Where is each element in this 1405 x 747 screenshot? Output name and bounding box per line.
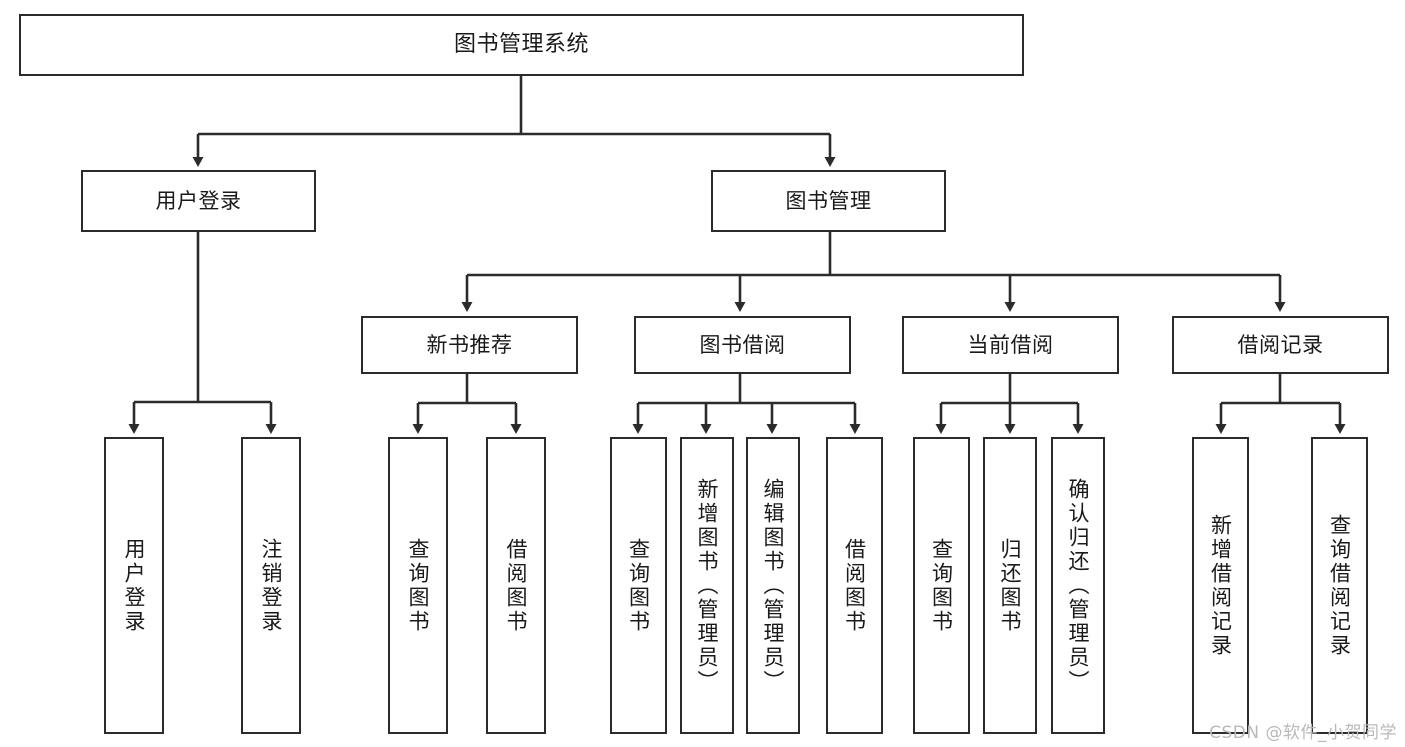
node-label: 查询借阅记录 (1327, 513, 1352, 658)
node-new-book-recommend[interactable]: 新书推荐 (361, 316, 578, 374)
node-label: 查询图书 (929, 537, 954, 634)
node-label: 用户登录 (155, 188, 242, 213)
watermark-text: CSDN @软件_小贺同学 (1209, 723, 1397, 743)
leaf-user-login[interactable]: 用户登录 (104, 437, 164, 734)
node-label: 图书借阅 (699, 332, 786, 357)
node-user-login[interactable]: 用户登录 (81, 170, 316, 232)
node-label: 注销登录 (259, 537, 284, 634)
node-label: 图书管理系统 (453, 32, 589, 58)
leaf-user-logout[interactable]: 注销登录 (241, 437, 301, 734)
node-borrow-record[interactable]: 借阅记录 (1172, 316, 1389, 374)
leaf-record-query[interactable]: 查询借阅记录 (1311, 437, 1368, 734)
leaf-current-confirm-return[interactable]: 确认归还（管理员） (1051, 437, 1105, 734)
leaf-record-add[interactable]: 新增借阅记录 (1192, 437, 1249, 734)
leaf-borrow-add-book[interactable]: 新增图书（管理员） (680, 437, 734, 734)
leaf-current-return-book[interactable]: 归还图书 (983, 437, 1037, 734)
node-label: 新增图书（管理员） (695, 477, 720, 694)
node-label: 编辑图书（管理员） (761, 477, 786, 694)
leaf-current-query-book[interactable]: 查询图书 (913, 437, 970, 734)
node-label: 当前借阅 (967, 332, 1054, 357)
node-label: 用户登录 (122, 537, 147, 634)
node-label: 新书推荐 (426, 332, 513, 357)
leaf-new-book-query[interactable]: 查询图书 (388, 437, 448, 734)
leaf-borrow-borrow-book[interactable]: 借阅图书 (826, 437, 883, 734)
node-book-borrow[interactable]: 图书借阅 (634, 316, 851, 374)
node-label: 借阅图书 (504, 537, 529, 634)
leaf-borrow-query-book[interactable]: 查询图书 (610, 437, 667, 734)
node-root-system[interactable]: 图书管理系统 (19, 14, 1024, 76)
leaf-new-book-borrow[interactable]: 借阅图书 (486, 437, 546, 734)
leaf-borrow-edit-book[interactable]: 编辑图书（管理员） (746, 437, 800, 734)
node-label: 借阅记录 (1237, 332, 1324, 357)
node-book-management[interactable]: 图书管理 (711, 170, 946, 232)
node-label: 借阅图书 (842, 537, 867, 634)
node-current-borrow[interactable]: 当前借阅 (902, 316, 1119, 374)
node-label: 图书管理 (785, 188, 872, 213)
node-label: 新增借阅记录 (1208, 513, 1233, 658)
node-label: 确认归还（管理员） (1066, 477, 1091, 694)
node-label: 查询图书 (406, 537, 431, 634)
node-label: 归还图书 (998, 537, 1023, 634)
node-label: 查询图书 (626, 537, 651, 634)
